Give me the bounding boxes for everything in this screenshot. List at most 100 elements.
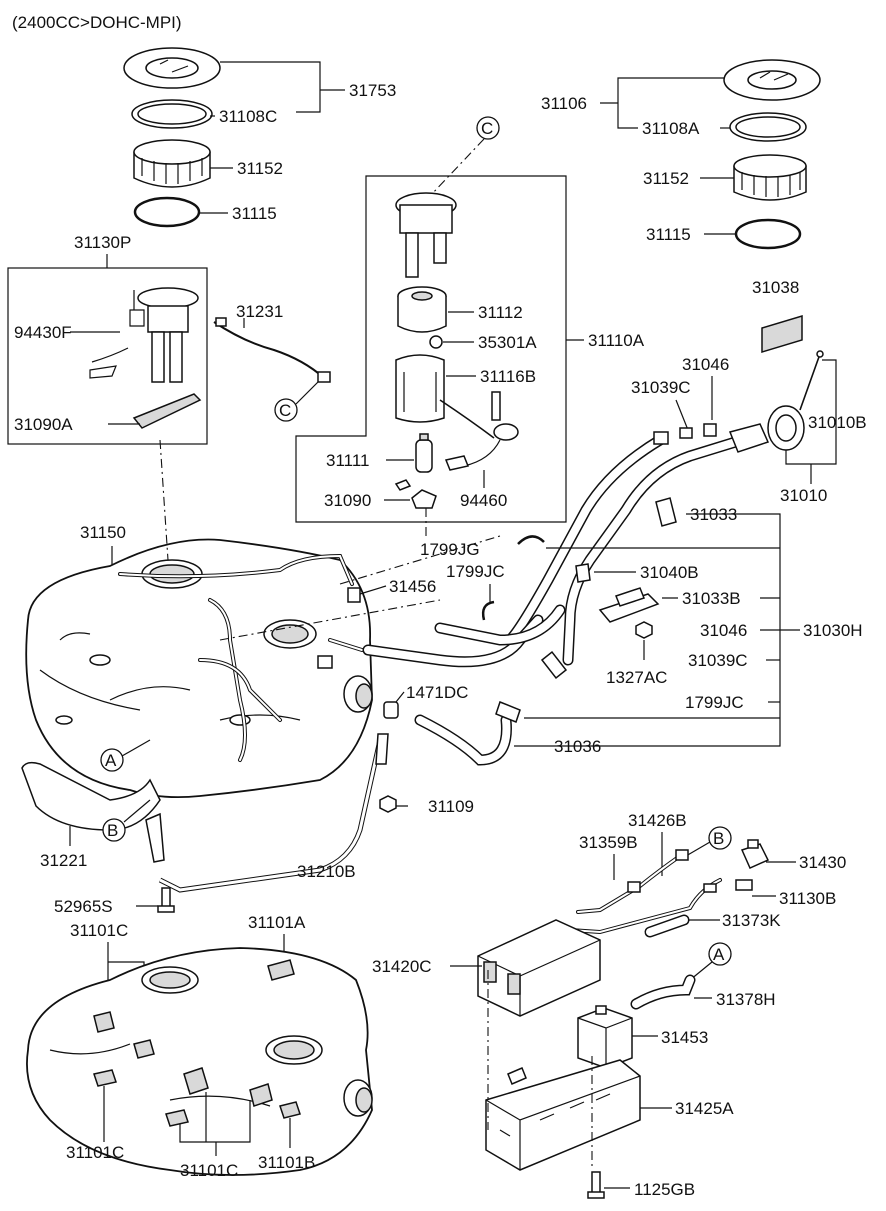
part-label-31090: 31090 [324,491,371,510]
part-label-31456: 31456 [389,577,436,596]
gasket-ring-31108a [729,112,807,142]
fuel-cap-31010 [767,350,824,451]
strainer-31090 [394,479,437,509]
fuel-pump-31111 [415,433,433,473]
lock-ring-31152-left [133,139,211,188]
heat-shield-31221 [21,761,161,831]
canister-31420c [477,919,601,1017]
part-label-31038: 31038 [752,278,799,297]
part-label-31108c: 31108C [219,107,277,126]
regulator-35301a [429,335,443,349]
part-label-31378h: 31378H [716,990,776,1009]
part-label-31030h: 31030H [803,621,863,640]
nut-31109 [379,795,397,813]
o-ring-31115-right [734,218,802,250]
part-label-31101c-bl: 31101C [66,1143,124,1162]
part-label-31036: 31036 [554,737,601,756]
gasket-ring-31108c [131,99,213,129]
part-label-31039c-top: 31039C [631,378,691,397]
filter-31453 [577,1005,633,1069]
sender-strainer-31090a [132,393,202,429]
ref-marker-b-canister: B [713,829,724,848]
part-label-31108a: 31108A [642,119,700,138]
engine-spec-label: (2400CC>DOHC-MPI) [12,13,182,32]
part-label-31109: 31109 [428,797,474,816]
part-label-31115-left: 31115 [232,204,277,223]
pump-cover-plate-left [123,47,221,89]
lock-ring-31152-right [733,154,807,201]
part-label-31039c-mid: 31039C [688,651,748,670]
part-label-31115-right: 31115 [646,225,691,244]
part-label-31101c-top: 31101C [70,921,128,940]
part-label-1471dc: 1471DC [406,683,468,702]
part-label-31040b: 31040B [640,563,699,582]
part-label-31112: 31112 [478,303,523,322]
fuel-tank-31150 [25,538,373,799]
part-label-1799jc-mid: 1799JC [685,693,744,712]
part-label-31425a: 31425A [675,1099,734,1118]
filter-31112 [397,286,447,333]
bolt-52965s [157,887,175,913]
part-label-94430f: 94430F [14,323,72,342]
part-label-31430: 31430 [799,853,846,872]
part-label-35301a: 35301A [478,333,537,352]
part-label-31152-right: 31152 [643,169,689,188]
part-label-31373k: 31373K [722,911,781,930]
part-label-1799jc-top: 1799JC [446,562,505,581]
part-label-31010b: 31010B [808,413,867,432]
part-label-31420c: 31420C [372,957,432,976]
part-label-31101b: 31101B [258,1153,315,1172]
part-label-31210b: 31210B [297,862,356,881]
ref-marker-a-tank: A [105,751,117,770]
vapor-lines-canister [568,849,722,935]
ref-marker-c-left: C [279,401,291,420]
fuel-tank-lower [26,947,373,1176]
o-ring-31115-left [133,196,201,228]
filler-neck-pipes [504,423,770,680]
pump-cover-plate-right [723,59,821,101]
ref-marker-c-top: C [481,119,493,138]
part-label-31033b: 31033B [682,589,741,608]
part-label-31221: 31221 [40,851,87,870]
part-label-52965s: 52965S [54,897,113,916]
nut-1327ac [635,621,653,639]
part-label-31116b: 31116B [480,367,536,386]
part-label-31010: 31010 [780,486,827,505]
bracket-31033b [598,587,660,623]
part-label-31111: 31111 [326,451,370,470]
part-label-31150: 31150 [80,523,126,542]
tank-strap-31210b [145,733,389,893]
part-label-31359b: 31359B [579,833,638,852]
part-label-1125gb: 1125GB [634,1180,695,1199]
reservoir-cup-31116b [395,354,445,423]
wiring-harness-31231 [213,317,331,383]
part-label-31130p: 31130P [74,233,131,252]
insulation-pads [93,959,301,1127]
ref-marker-b-tank: B [107,821,118,840]
valve-31130b [703,879,753,893]
vapor-lines-on-tank [118,553,364,762]
hose-31373k [644,914,690,938]
fuel-pump-parts-box [295,175,567,523]
part-label-31753: 31753 [349,81,396,100]
part-label-1799jg: 1799JG [420,540,480,559]
clamp-1471dc [383,701,399,719]
fuel-pump-module-31130p [89,287,199,383]
part-label-31101c-bm: 31101C [180,1161,238,1180]
part-label-31046-mid: 31046 [700,621,747,640]
part-label-31090a: 31090A [14,415,73,434]
part-label-31453: 31453 [661,1028,708,1047]
part-label-31101a: 31101A [248,913,306,932]
pump-top-flange [395,192,457,278]
part-label-1327ac: 1327AC [606,668,667,687]
bolt-1125gb [587,1171,605,1199]
part-label-31426b: 31426B [628,811,687,830]
part-label-31033: 31033 [690,505,737,524]
fuel-pump-assembly-box [7,267,208,445]
part-label-31130b: 31130B [779,889,836,908]
part-label-31110a: 31110A [588,331,645,350]
part-label-31231: 31231 [236,302,283,321]
hose-31378h [630,974,696,1010]
part-label-31046-top: 31046 [682,355,729,374]
